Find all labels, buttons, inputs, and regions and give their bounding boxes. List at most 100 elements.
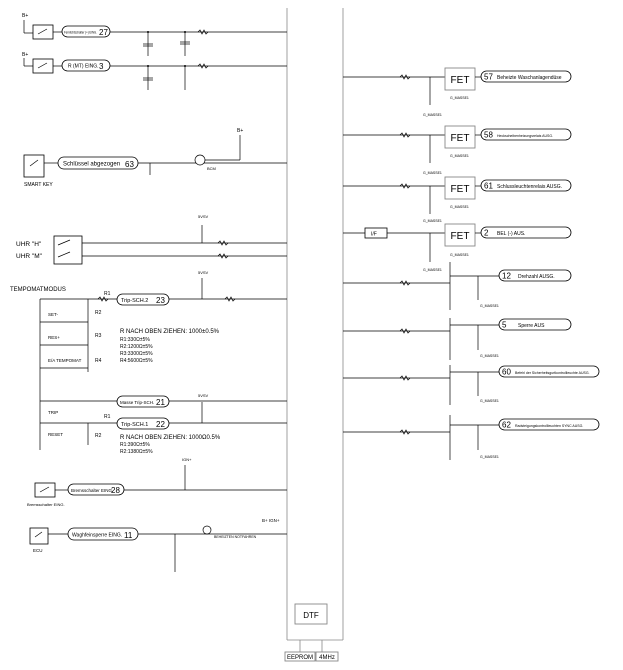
gmasse-label: G_MASSE1	[450, 96, 469, 100]
output-name-60: Befehl der Sicherheitsgurtkontrollleucht…	[515, 371, 590, 375]
output-label-61	[480, 179, 572, 192]
input-63-circuit: SMART KEY Schlüssel abgezogen 63 B+ BCM	[23, 128, 287, 188]
eeprom-label: EEPROM	[287, 655, 313, 661]
gmasse-label: G_MASSE1	[450, 205, 469, 209]
input-name-28: Bremsschalter EING.	[71, 488, 113, 493]
output-2-circuit: I/F FET 2 BEL (-) AUS. G_MASSE1 G_MASSE1	[343, 223, 572, 272]
gmasse-label: G_MASSE1	[423, 219, 442, 223]
input-name-23: Trip-SCH.2	[121, 298, 148, 304]
gmasse-label: G_MASSE1	[423, 113, 442, 117]
input-21-circuit: Masse Trip-SCH. 21	[40, 395, 287, 408]
input-num-28: 28	[111, 486, 120, 495]
pullup-a-r2: R2:1200Ω±5%	[120, 344, 153, 350]
bcm-label: BCM	[207, 166, 216, 171]
pullup-b-r1: R1:390Ω±5%	[120, 442, 150, 448]
gmasse-label: G_MASSE1	[480, 304, 499, 308]
input-num-21: 21	[156, 398, 165, 407]
smart-key-label: SMART KEY	[24, 182, 53, 188]
pullup-b-r2: R2:1380Ω±5%	[120, 449, 153, 455]
pullup-a-r3: R3:3300Ω±5%	[120, 351, 153, 357]
r2-label: R2	[95, 433, 102, 439]
ign-label: IGN+	[182, 457, 192, 462]
input-name-11: Waghfeinsperre EING.	[72, 533, 122, 539]
pullup-a-r4: R4:5600Ω±5%	[120, 358, 153, 364]
tempomat-circuit: TEMPOMATMODUS R1 SET- RES+ E/A TEMPOMAT …	[10, 270, 287, 450]
if-box	[364, 227, 388, 239]
fet-label: FET	[451, 133, 470, 144]
output-5-circuit: 5 Sperre AUS G_MASSE1	[343, 318, 572, 360]
transistor-icon	[194, 154, 206, 166]
output-12-circuit: 12 Drehzahl AUSG. G_MASSE1	[343, 262, 572, 310]
r1-label: R1	[104, 291, 111, 297]
output-num-12: 12	[502, 272, 511, 281]
output-label-12	[498, 269, 572, 282]
gmasse-label: G_MASSE1	[450, 154, 469, 158]
fet-label: FET	[451, 75, 470, 86]
input-name-63: Schlüssel abgezogen	[63, 162, 120, 168]
dtf-chip	[294, 603, 328, 625]
output-label-2	[480, 226, 572, 239]
brake-switch	[34, 482, 56, 498]
input-name-27: Fernlichtschalter (+) EING.	[64, 30, 97, 35]
output-label-57	[480, 70, 572, 83]
input-label-28	[67, 483, 125, 496]
output-num-5: 5	[502, 321, 507, 330]
5v-label: 5VSV	[198, 270, 209, 275]
set-label: SET-	[48, 312, 59, 317]
fet-2	[444, 223, 476, 247]
input-num-63: 63	[125, 160, 134, 169]
brake-switch-label: Bremsschalter EING.	[27, 502, 65, 507]
input-name-3: R (MT) EING.	[68, 64, 99, 70]
output-label-5	[498, 318, 572, 331]
tempomat-label: TEMPOMATMODUS	[10, 287, 66, 293]
output-name-5: Sperre AUS	[518, 323, 545, 329]
output-62-circuit: 62 Radsteigungskontrollleuchten SYNC AUS…	[343, 415, 600, 460]
output-name-58: Heckscheibenheizungsrelais AUSG.	[497, 134, 553, 138]
pullup-b: R NACH OBEN ZIEHEN: 1000Ω0.5%	[120, 435, 221, 441]
input-num-23: 23	[156, 296, 165, 305]
output-name-57: Beheizte Waschanlagendüse	[497, 75, 562, 81]
input-name-21: Masse Trip-SCH.	[120, 400, 154, 405]
gmasse-label: G_MASSE1	[480, 399, 499, 403]
clock-switch	[53, 235, 83, 265]
input-22-circuit: TRIP RESET R1 R2 Trip-SCH.1 22 5VSV R NA…	[40, 393, 287, 455]
output-61-circuit: FET 61 Schlussleuchtenrelais AUSG. G_MAS…	[343, 176, 572, 223]
mcu-block: DTF EEPROM 4MHz	[284, 8, 344, 662]
eeprom-chip	[284, 651, 316, 662]
input-num-11: 11	[124, 531, 133, 540]
output-name-2: BEL (-) AUS.	[497, 231, 525, 237]
input-27-circuit: B+ Fernlichtschalter (+) EING. 27	[22, 13, 287, 56]
output-label-62	[498, 418, 600, 431]
fet-57	[444, 67, 476, 91]
fet-label: FET	[451, 231, 470, 242]
dtf-label: DTF	[303, 611, 319, 620]
5v-label: 5VSV	[198, 393, 209, 398]
r3-label: R3	[95, 333, 102, 339]
pullup-a-r1: R1:330Ω±5%	[120, 337, 150, 343]
input-label-27	[61, 25, 111, 38]
ign2-label: B+ IGN+	[262, 518, 280, 523]
output-num-62: 62	[502, 421, 511, 430]
ecu-box	[29, 527, 49, 545]
gmasse-label: G_MASSE1	[450, 253, 469, 257]
res-label: RES+	[48, 335, 60, 340]
input-label-3	[61, 59, 111, 72]
gmasse-label: G_MASSE1	[423, 171, 442, 175]
if-label: I/F	[371, 232, 377, 238]
fet-58	[444, 125, 476, 149]
output-num-58: 58	[484, 131, 493, 140]
input-name-22: Trip-SCH.1	[121, 422, 148, 428]
r1-label: R1	[104, 414, 111, 420]
r2-label: R2	[95, 310, 102, 316]
r4-label: R4	[95, 358, 102, 364]
gmasse-label: G_MASSE1	[480, 354, 499, 358]
gmasse-label: G_MASSE1	[480, 455, 499, 459]
5v-label: 5VSV	[198, 214, 209, 219]
input-label-21	[116, 395, 170, 408]
bplus-label: B+	[237, 128, 243, 134]
output-60-circuit: 60 Befehl der Sicherheitsgurtkontrollleu…	[343, 365, 600, 405]
input-11-circuit: ECU Waghfeinsperre EING. 11 BEHEIZTEN NO…	[29, 518, 287, 572]
input-28-circuit: Bremsschalter EING. Bremsschalter EING. …	[27, 457, 287, 507]
ecu-label: ECU	[33, 548, 43, 553]
